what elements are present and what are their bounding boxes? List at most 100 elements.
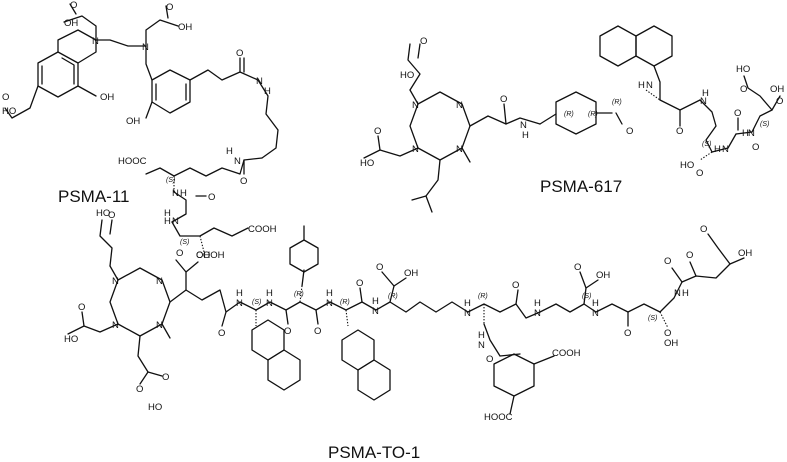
- psmato1-atom-oh-15: OH: [738, 248, 752, 259]
- psma11-atom-n1: N: [92, 36, 99, 47]
- psma11-atom-hooc: HOOC: [118, 156, 147, 167]
- psmato1-atom-o-8: O: [314, 326, 321, 337]
- psma11-atom-n-urea1: N: [172, 188, 179, 199]
- psma11-atom-oh-ring1: OH: [100, 92, 114, 103]
- psma617-atom-o-urea: O: [734, 108, 741, 119]
- psmato1-atom-oh-18: OH: [664, 338, 678, 349]
- psma617-stereo-1: (R): [564, 111, 574, 118]
- psmato1-atom-h-3: H: [326, 288, 333, 299]
- psmato1-caption: PSMA-TO-1: [328, 443, 420, 462]
- psma11-atom-n-urea2: N: [172, 216, 179, 227]
- psmato1-atom-oh-10: OH: [404, 268, 418, 279]
- psmato1-atom-h-8: H: [682, 288, 689, 299]
- psma617-atom-oh-glu: OH: [770, 84, 784, 95]
- psmato1-atom-h-4: H: [372, 296, 379, 307]
- psma617-atom-n-urea2: N: [722, 144, 729, 155]
- psma11-atom-o-top2: O: [166, 2, 173, 13]
- psmato1-atom-o-17: O: [700, 224, 707, 235]
- psma617-atom-o-amide2: O: [626, 126, 633, 137]
- psma617-atom-o-amide1: O: [500, 94, 507, 105]
- psmato1-stereo-5: (R): [478, 293, 488, 300]
- psmato1-atom-o-12: O: [486, 354, 493, 365]
- psma11-atom-h-amide1: H: [264, 86, 271, 97]
- psma11-atom-cooh2: COOH: [196, 250, 225, 261]
- psmato1-atom-cooh: COOH: [552, 348, 581, 359]
- psma617-atom-h-urea2: H: [714, 144, 721, 155]
- psmato1-atom-hooc: HOOC: [484, 412, 513, 423]
- psma11-atom-o-amide2: O: [240, 176, 247, 187]
- psma617-atom-ho-left: HO: [360, 158, 374, 169]
- psma11-atom-oh-top2: OH: [178, 22, 192, 33]
- psma617-atom-n-ring3: N: [412, 144, 419, 155]
- psmato1-atom-o-15: O: [664, 256, 671, 267]
- psmato1-atom-h-5: H: [464, 298, 471, 309]
- psma11-stereo-2: (S): [180, 239, 189, 246]
- psmato1-atom-o-10: O: [376, 262, 383, 273]
- psmato1-atom-o-7: O: [284, 326, 291, 337]
- psmato1-atom-n-1: N: [236, 298, 243, 309]
- psmato1-atom-oh-2: OH: [196, 250, 210, 261]
- psma617-atom-n-urea1: N: [748, 128, 755, 139]
- psmato1-stereo-6: (S): [582, 293, 591, 300]
- psmato1-atom-o-4: O: [136, 384, 143, 395]
- psmato1-stereo-1: (S): [252, 299, 261, 306]
- psma617-atom-n-amide1: N: [520, 120, 527, 131]
- psmato1-atom-o-18: O: [664, 328, 671, 339]
- psmato1-atom-n-ring3: N: [112, 320, 119, 331]
- psmato1-atom-o-14: O: [624, 328, 631, 339]
- psmato1-atom-n-6: N: [478, 340, 485, 351]
- psma11-atom-h-urea2: H: [164, 208, 171, 219]
- psmato1-atom-o-1: O: [108, 210, 115, 221]
- molecule-psma-617: HO O N N HO O N N O N H O (R) (R) (R) H …: [360, 25, 784, 213]
- psma617-stereo-3: (R): [612, 99, 622, 106]
- psmato1-stereo-2: (R): [294, 291, 304, 298]
- psma11-atom-cooh1: COOH: [248, 224, 277, 235]
- molecule-psma-11: HO O OH OH N N O OH OH O O N H HOOC (S) …: [2, 0, 279, 261]
- psma617-atom-o-urea2: O: [752, 142, 759, 153]
- psma11-atom-oh-top1: OH: [64, 18, 78, 29]
- psma617-atom-o-glu2: O: [776, 96, 783, 107]
- psmato1-atom-n-ring2: N: [156, 276, 163, 287]
- psmato1-stereo-3: (R): [340, 299, 350, 306]
- psma617-atom-o-top: O: [420, 36, 427, 47]
- psma11-caption: PSMA-11: [58, 187, 130, 206]
- psma617-atom-h-amide2: H: [638, 80, 645, 91]
- psmato1-atom-ho-1: HO: [96, 208, 110, 219]
- psma11-atom-n2: N: [142, 42, 149, 53]
- psma11-atom-h-urea1: H: [180, 188, 187, 199]
- psmato1-atom-h-9: H: [592, 298, 599, 309]
- psmato1-atom-o-16: O: [686, 250, 693, 261]
- psmato1-atom-o-2: O: [176, 248, 183, 259]
- psma617-atom-ho-glu: HO: [736, 64, 750, 75]
- psmato1-atom-n-ring4: N: [156, 320, 163, 331]
- psma11-atom-h-urea3: H: [164, 216, 171, 227]
- psma11-atom-h-amide2: H: [226, 146, 233, 157]
- psmato1-atom-n-9: N: [592, 308, 599, 319]
- psma617-atom-h-amide1: H: [522, 130, 529, 141]
- psma617-atom-ho-lys: HO: [680, 160, 694, 171]
- psma617-atom-o-glu1: O: [740, 84, 747, 95]
- psma617-caption: PSMA-617: [540, 177, 622, 196]
- psmato1-atom-o-3: O: [78, 302, 85, 313]
- psmato1-atom-h-2: H: [266, 288, 273, 299]
- psma617-atom-h-amide3: H: [702, 88, 709, 99]
- psma617-atom-h-urea1: H: [742, 128, 749, 139]
- psma617-atom-ho-top: HO: [400, 70, 414, 81]
- psma11-atom-oh-left: HO: [2, 106, 16, 117]
- psmato1-atom-oh-13: OH: [596, 270, 610, 281]
- psma617-atom-o-left: O: [374, 126, 381, 137]
- psma617-stereo-2: (R): [588, 111, 598, 118]
- psmato1-atom-o-11: O: [512, 280, 519, 291]
- psma11-atom-n-amide1: N: [256, 76, 263, 87]
- psmato1-atom-n-7: N: [534, 308, 541, 319]
- psmato1-stereo-7: (S): [648, 315, 657, 322]
- psma11-atom-oh-ring2: OH: [126, 116, 140, 127]
- psma11-atom-o-left: O: [2, 92, 9, 103]
- psmato1-atom-n-ring1: N: [112, 276, 119, 287]
- psmato1-atom-n-3: N: [326, 298, 333, 309]
- psmato1-atom-o-13: O: [574, 262, 581, 273]
- psma617-atom-o-lys: O: [696, 168, 703, 179]
- psmato1-atom-n-5: N: [464, 308, 471, 319]
- psma617-atom-n-amide2: N: [646, 80, 653, 91]
